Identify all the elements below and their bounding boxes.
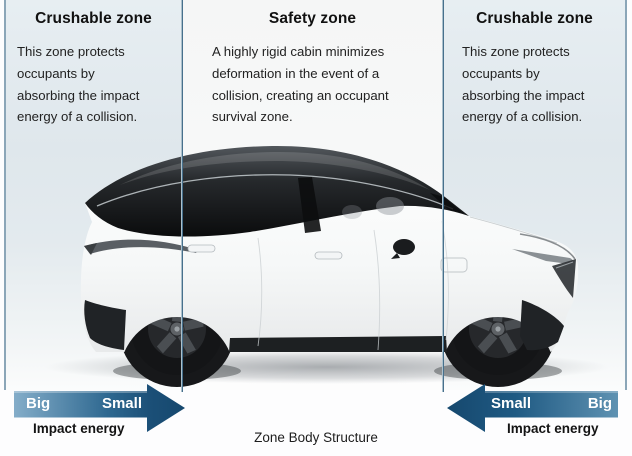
crushable-zone-right-description: This zone protects occupants by absorbin… [462, 44, 585, 125]
safety-zone-description: A highly rigid cabin minimizes deformati… [212, 44, 389, 125]
crushable-zone-left-title: Crushable zone [35, 10, 152, 27]
side-mirror [391, 239, 415, 259]
safety-zone-title: Safety zone [268, 10, 357, 27]
impact-arrow-right-icon [14, 384, 185, 432]
crushable-zone-right-title: Crushable zone [476, 10, 593, 27]
zone-divider-left [181, 0, 183, 392]
right-arrow-small-label: Small [491, 395, 532, 412]
right-impact-energy-label: Impact energy [507, 421, 599, 436]
zone-divider-right [442, 0, 444, 392]
figure-caption: Zone Body Structure [254, 430, 378, 445]
crushable-zone-left-description: This zone protects occupants by absorbin… [17, 44, 140, 125]
left-arrow-small-label: Small [101, 395, 142, 412]
right-arrow-big-label: Big [587, 395, 612, 412]
headlight [512, 249, 576, 298]
impact-arrow-left-icon [447, 384, 618, 432]
frame-border-left [4, 0, 6, 390]
left-impact-energy-label: Impact energy [33, 421, 125, 436]
left-arrow-big-label: Big [26, 395, 51, 412]
door-handles [187, 244, 343, 260]
frame-border-right [625, 0, 627, 390]
